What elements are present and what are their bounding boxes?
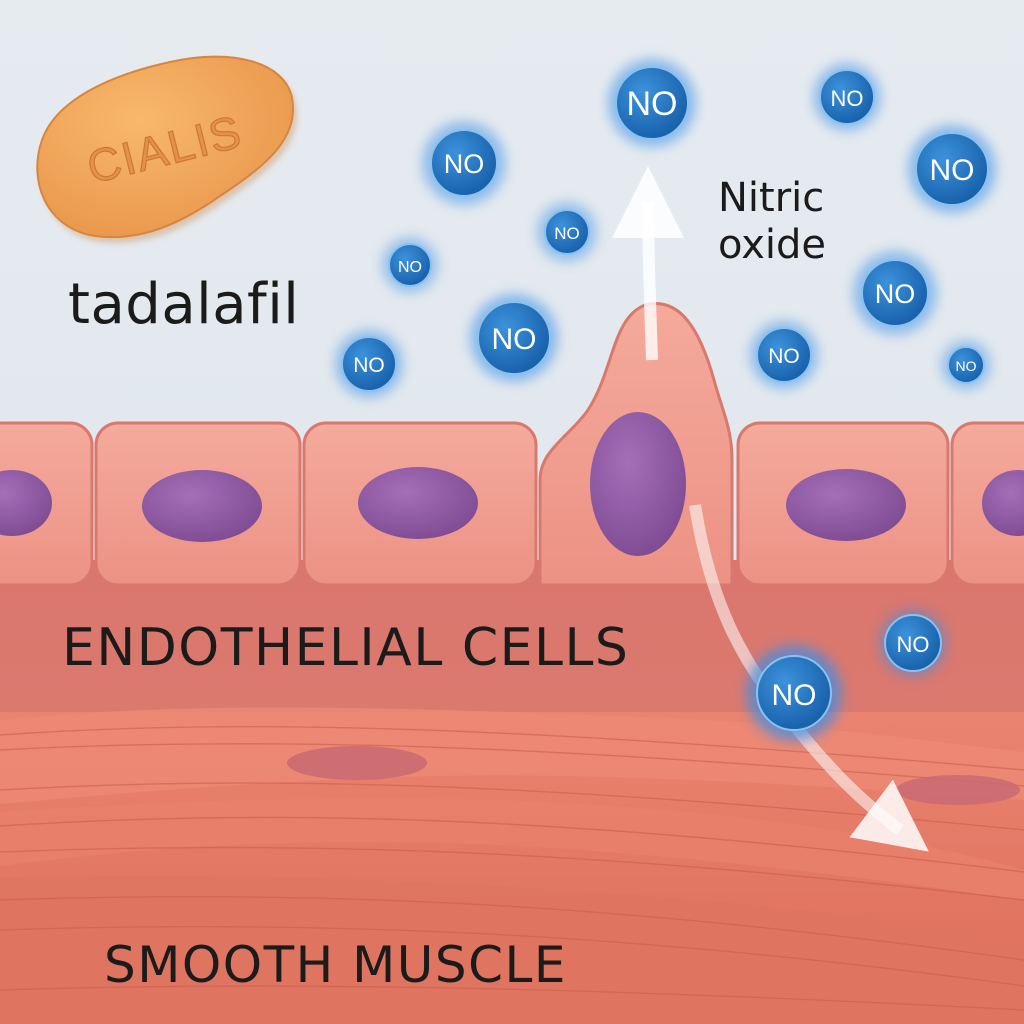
- no-molecule: NO: [537, 202, 597, 262]
- endothelial-cells-label: ENDOTHELIAL CELLS: [62, 618, 630, 678]
- svg-text:NO: NO: [831, 86, 864, 111]
- no-molecule: NO: [470, 294, 558, 382]
- svg-text:NO: NO: [353, 354, 385, 377]
- svg-text:NO: NO: [875, 279, 916, 309]
- svg-text:NO: NO: [398, 259, 422, 276]
- cell-nucleus: [0, 470, 52, 536]
- no-molecule: NO: [382, 237, 438, 293]
- svg-text:NO: NO: [627, 85, 678, 123]
- cell-nucleus: [142, 470, 262, 542]
- nitric-oxide-label: Nitric oxide: [718, 175, 826, 269]
- muscle-nucleus: [287, 746, 427, 780]
- endothelial-cell-layer: [0, 302, 1024, 587]
- cell-nucleus: [590, 412, 686, 556]
- svg-text:NO: NO: [554, 224, 580, 243]
- cell-nucleus: [358, 467, 478, 539]
- cell-nucleus: [786, 469, 906, 541]
- no-molecule: NO: [813, 63, 881, 131]
- no-molecule: NO: [335, 330, 403, 398]
- no-molecule: NO: [608, 59, 696, 147]
- svg-text:NO: NO: [444, 149, 485, 179]
- no-molecule: NO: [941, 340, 991, 390]
- smooth-muscle-label: SMOOTH MUSCLE: [104, 936, 567, 994]
- no-molecule: NO: [908, 125, 996, 213]
- cell-nucleus: [982, 470, 1024, 536]
- svg-text:NO: NO: [492, 323, 537, 356]
- cialis-pill: CIALIS: [36, 55, 298, 244]
- nitric-oxide-label-line1: Nitric: [718, 175, 825, 221]
- no-molecule: NO: [422, 121, 506, 205]
- svg-text:NO: NO: [768, 345, 800, 368]
- svg-text:NO: NO: [956, 358, 977, 374]
- svg-text:NO: NO: [930, 154, 975, 187]
- muscle-nucleus: [896, 775, 1020, 805]
- nitric-oxide-label-line2: oxide: [718, 222, 827, 268]
- svg-text:NO: NO: [897, 632, 930, 657]
- no-molecule: NO: [750, 321, 818, 389]
- no-molecule: NO: [746, 645, 842, 741]
- no-molecules: NO NO NO NO NO NO NO NO NO NO NO NO NO: [335, 59, 996, 741]
- drug-name-label: tadalafil: [68, 272, 300, 337]
- svg-text:NO: NO: [772, 679, 817, 712]
- no-molecule: NO: [879, 609, 947, 677]
- no-molecule: NO: [853, 251, 937, 335]
- release-arrow: [612, 166, 685, 361]
